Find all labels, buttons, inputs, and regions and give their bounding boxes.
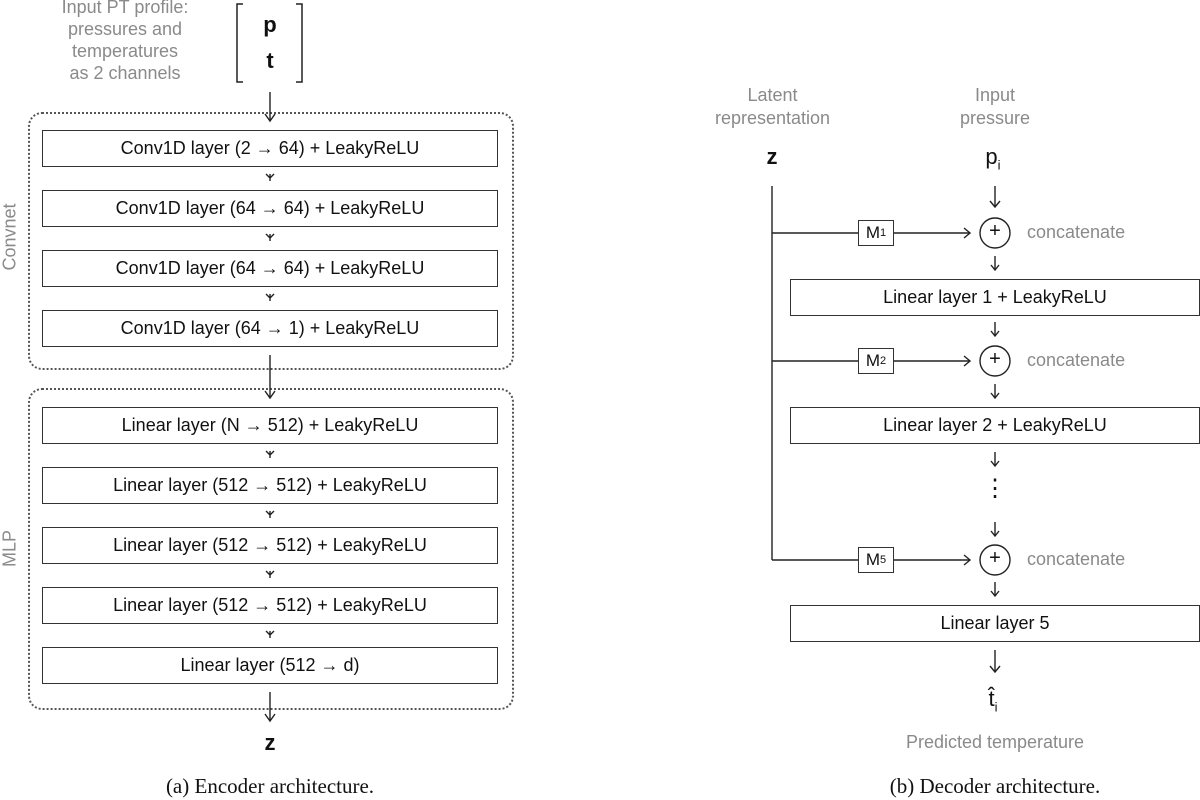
concat-plus-2: + [989, 348, 1001, 370]
input-vector-t: t [266, 48, 274, 73]
decoder-input-p: pi [968, 144, 1018, 172]
module-subscript: 5 [880, 554, 887, 566]
arrow-icon [989, 186, 1001, 209]
decoder-output-t-hat: t̂i [968, 686, 1018, 714]
encoder-input-label-line: temperatures [71, 41, 179, 61]
mlp-layer-4: Linear layer (512 → 512) + LeakyReLU [42, 587, 498, 624]
concat-plus-5: + [989, 547, 1001, 569]
concat-plus-1: + [989, 220, 1001, 242]
latent-label-line: representation [714, 108, 831, 128]
concat-label-1: concatenate [1027, 222, 1126, 242]
arrow-icon [265, 570, 275, 578]
arrow-icon [265, 510, 275, 518]
encoder-output-z: z [264, 730, 276, 755]
arrow-icon [990, 322, 1000, 338]
arrow-icon [894, 227, 972, 239]
concat-circle [979, 345, 1011, 377]
arrow-icon [264, 692, 276, 723]
encoder-input-label: Input PT profile: pressures and temperat… [40, 0, 210, 84]
output-t-hat-symbol: t̂ [988, 686, 995, 711]
arrow-icon [894, 355, 972, 367]
output-t-subscript: i [994, 699, 998, 715]
arrow-icon [265, 173, 275, 181]
mlp-layer-1: Linear layer (N → 512) + LeakyReLU [42, 407, 498, 444]
mlp-layer-5: Linear layer (512 → d) [42, 647, 498, 684]
decoder-latent-z: z [766, 144, 778, 169]
arrow-icon [265, 233, 275, 241]
input-p-symbol: p [985, 144, 998, 169]
input-p-subscript: i [997, 157, 1001, 173]
mlp-group [28, 388, 514, 710]
arrow-icon [894, 554, 972, 566]
arrow-icon [990, 522, 1000, 538]
conv-layer-1: Conv1D layer (2 → 64) + LeakyReLU [42, 130, 498, 167]
module-name: M [865, 223, 881, 242]
input-pressure-label: Input pressure [935, 84, 1055, 130]
arrow-icon [990, 452, 1000, 468]
ellipsis-icon: ⋮ [983, 475, 1007, 502]
input-pressure-label-line: Input [974, 85, 1016, 105]
module-subscript: 1 [880, 227, 887, 239]
encoder-caption: (a) Encoder architecture. [165, 774, 375, 798]
decoder-layer-2: Linear layer 2 + LeakyReLU [790, 407, 1200, 444]
convnet-group [28, 112, 514, 370]
arrow-icon [990, 384, 1000, 400]
arrow-icon [265, 450, 275, 458]
conv-layer-4: Conv1D layer (64 → 1) + LeakyReLU [42, 310, 498, 347]
arrow-icon [990, 582, 1000, 598]
predicted-temperature-label: Predicted temperature [905, 732, 1085, 752]
concat-label-2: concatenate [1027, 350, 1126, 370]
encoder-input-label-line: pressures and [67, 19, 183, 39]
encoder-input-label-line: Input PT profile: [61, 0, 189, 17]
decoder-layer-5: Linear layer 5 [790, 605, 1200, 642]
conv-layer-2: Conv1D layer (64 → 64) + LeakyReLU [42, 190, 498, 227]
arrow-icon [990, 256, 1000, 272]
arrow-icon [265, 293, 275, 301]
arrow-icon [989, 650, 1001, 674]
arrow-icon [264, 92, 276, 123]
concat-label-5: concatenate [1027, 549, 1126, 569]
arrow-icon [265, 630, 275, 638]
latent-label: Latent representation [690, 84, 855, 130]
encoder-input-label-line: as 2 channels [69, 63, 181, 83]
arrow-icon [264, 355, 276, 400]
module-subscript: 2 [880, 355, 887, 367]
decoder-layer-1: Linear layer 1 + LeakyReLU [790, 279, 1200, 316]
decoder-caption: (b) Decoder architecture. [889, 774, 1101, 798]
concat-circle [979, 217, 1011, 249]
latent-label-line: Latent [747, 85, 798, 105]
module-name: M [865, 550, 881, 569]
input-pressure-label-line: pressure [959, 108, 1031, 128]
module-name: M [865, 351, 881, 370]
concat-circle [979, 544, 1011, 576]
input-vector-p: p [263, 12, 277, 37]
mlp-layer-3: Linear layer (512 → 512) + LeakyReLU [42, 527, 498, 564]
conv-layer-3: Conv1D layer (64 → 64) + LeakyReLU [42, 250, 498, 287]
mlp-layer-2: Linear layer (512 → 512) + LeakyReLU [42, 467, 498, 504]
